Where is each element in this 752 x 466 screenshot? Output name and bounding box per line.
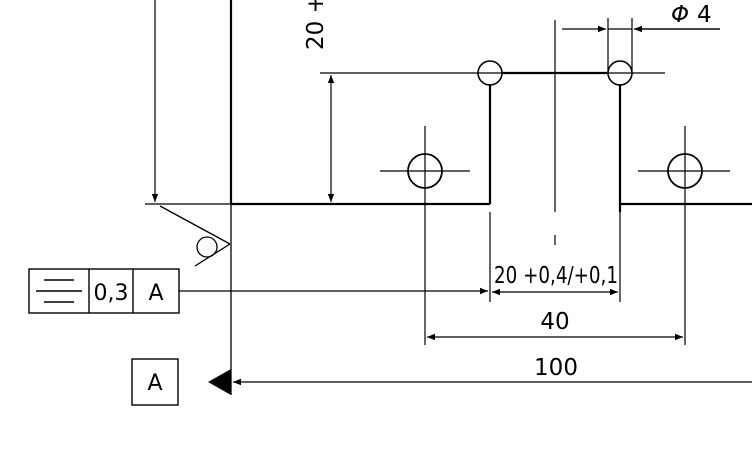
symmetry-icon [36, 279, 82, 303]
dimension-lines [151, 0, 752, 386]
tolerance-value: 0,3 [94, 281, 129, 306]
extension-lines [145, 18, 665, 302]
dim-20-top-text: 20 + [303, 0, 329, 50]
dim-slot-width-text: 20 +0,4/+0,1 [494, 263, 618, 289]
datum-box [131, 358, 179, 406]
dim-overall-text: 100 [534, 355, 578, 381]
surface-texture-symbol [159, 205, 231, 267]
dim-diameter-text: 4 [697, 2, 712, 28]
tolerance-frame [28, 268, 180, 314]
datum-triangle-icon [208, 369, 231, 395]
dim-hole-spacing-text: 40 [540, 309, 569, 335]
holes [380, 126, 730, 345]
datum-label: A [147, 371, 162, 396]
tolerance-datum: A [148, 281, 163, 306]
diameter-symbol-icon: Φ [671, 2, 689, 28]
